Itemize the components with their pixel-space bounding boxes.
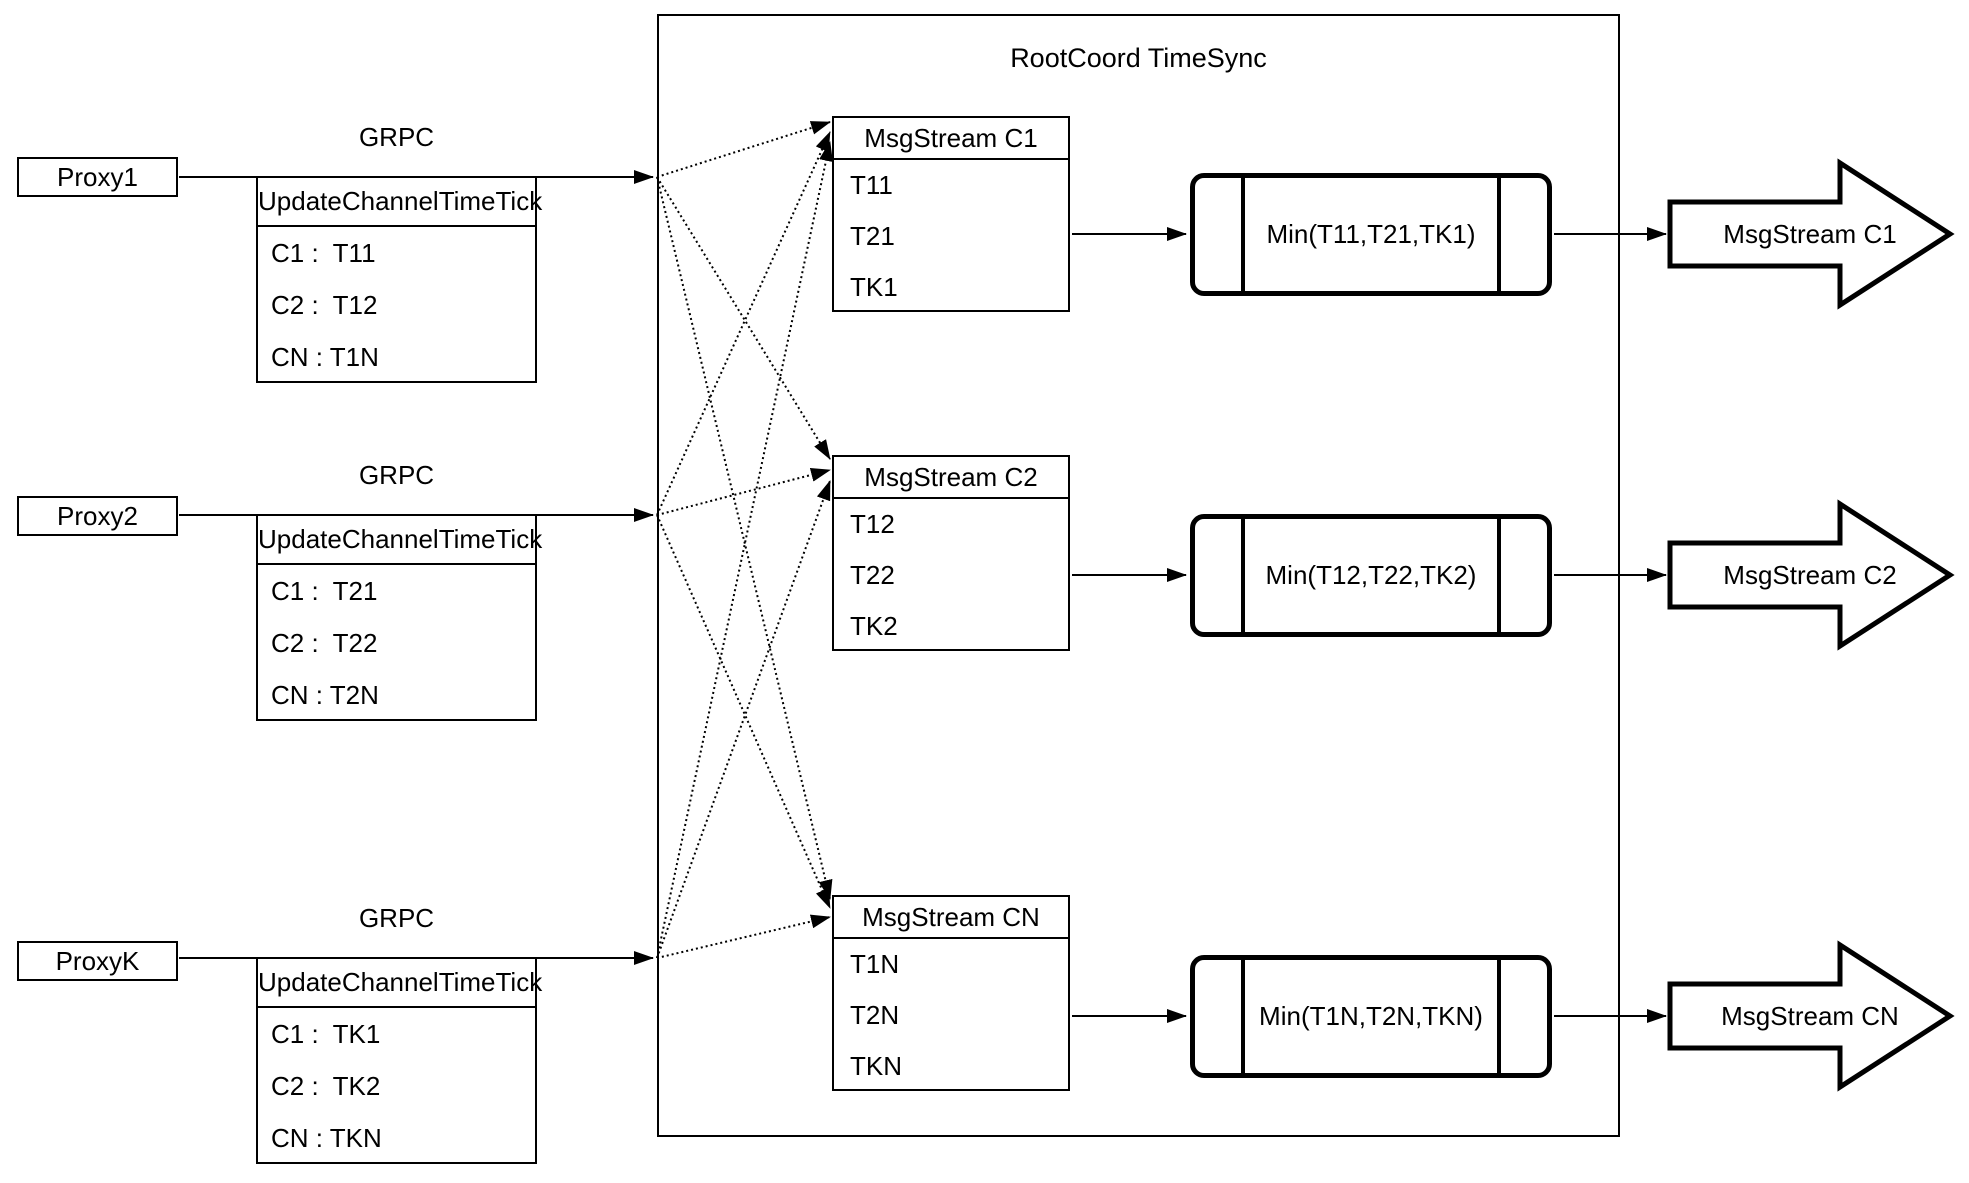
update-timetick-table-1: UpdateChannelTimeTick C1 : T11 C2 : T12 … <box>256 176 542 383</box>
table-row: C1 : T11 <box>271 238 376 268</box>
proxy-label: ProxyK <box>55 945 140 976</box>
process-divider <box>1497 519 1501 632</box>
grpc-label-3: GRPC <box>358 903 435 933</box>
msgstream-table-cn: MsgStream CN T1N T2N TKN <box>832 895 1070 1091</box>
tick-row: TKN <box>850 1051 902 1081</box>
tick-row: TK2 <box>850 611 898 641</box>
proxy-label: Proxy1 <box>57 161 138 192</box>
output-stream-label-3: MsgStream CN <box>1721 1001 1899 1031</box>
table-row: CN : T2N <box>271 680 379 710</box>
process-divider <box>1241 960 1245 1073</box>
min-process-box-1: Min(T11,T21,TK1) <box>1190 173 1552 296</box>
min-label: Min(T12,T22,TK2) <box>1265 560 1477 590</box>
table-row: C2 : T22 <box>271 628 378 658</box>
output-stream-label-1: MsgStream C1 <box>1723 219 1897 249</box>
process-divider <box>1497 178 1501 291</box>
min-process-box-3: Min(T1N,T2N,TKN) <box>1190 955 1552 1078</box>
table-row: CN : TKN <box>271 1123 382 1153</box>
table-row: CN : T1N <box>271 342 379 372</box>
table-row: C1 : T21 <box>271 576 378 606</box>
table-row: C2 : T12 <box>271 290 378 320</box>
min-label: Min(T1N,T2N,TKN) <box>1259 1001 1483 1031</box>
msgstream-table-header: MsgStream CN <box>834 897 1068 939</box>
tick-row: T2N <box>850 1000 900 1030</box>
table-row: C1 : TK1 <box>271 1019 381 1049</box>
update-timetick-table-3: UpdateChannelTimeTick C1 : TK1 C2 : TK2 … <box>256 957 542 1164</box>
tick-row: TK1 <box>850 272 898 302</box>
grpc-label-1: GRPC <box>358 122 435 152</box>
min-process-box-2: Min(T12,T22,TK2) <box>1190 514 1552 637</box>
proxy-label: Proxy2 <box>57 500 138 531</box>
update-timetick-table-2: UpdateChannelTimeTick C1 : T21 C2 : T22 … <box>256 514 542 721</box>
tick-row: T21 <box>850 221 895 251</box>
msgstream-table-header: MsgStream C2 <box>834 457 1068 499</box>
process-divider <box>1497 960 1501 1073</box>
min-label: Min(T11,T21,TK1) <box>1266 219 1476 249</box>
table-row: C2 : TK2 <box>271 1071 381 1101</box>
table-header: UpdateChannelTimeTick <box>258 959 542 1008</box>
rootcoord-title: RootCoord TimeSync <box>1010 43 1267 73</box>
output-stream-label-2: MsgStream C2 <box>1723 560 1897 590</box>
grpc-label-2: GRPC <box>358 460 435 490</box>
proxy-box-1: Proxy1 <box>17 157 178 197</box>
tick-row: T1N <box>850 949 900 979</box>
tick-row: T12 <box>850 509 895 539</box>
table-header: UpdateChannelTimeTick <box>258 178 542 227</box>
proxy-box-2: Proxy2 <box>17 496 178 536</box>
process-divider <box>1241 178 1245 291</box>
process-divider <box>1241 519 1245 632</box>
tick-row: T11 <box>850 170 893 200</box>
msgstream-table-c1: MsgStream C1 T11 T21 TK1 <box>832 116 1070 312</box>
msgstream-table-header: MsgStream C1 <box>834 118 1068 160</box>
table-header: UpdateChannelTimeTick <box>258 516 542 565</box>
proxy-box-3: ProxyK <box>17 941 178 981</box>
msgstream-table-c2: MsgStream C2 T12 T22 TK2 <box>832 455 1070 651</box>
tick-row: T22 <box>850 560 895 590</box>
